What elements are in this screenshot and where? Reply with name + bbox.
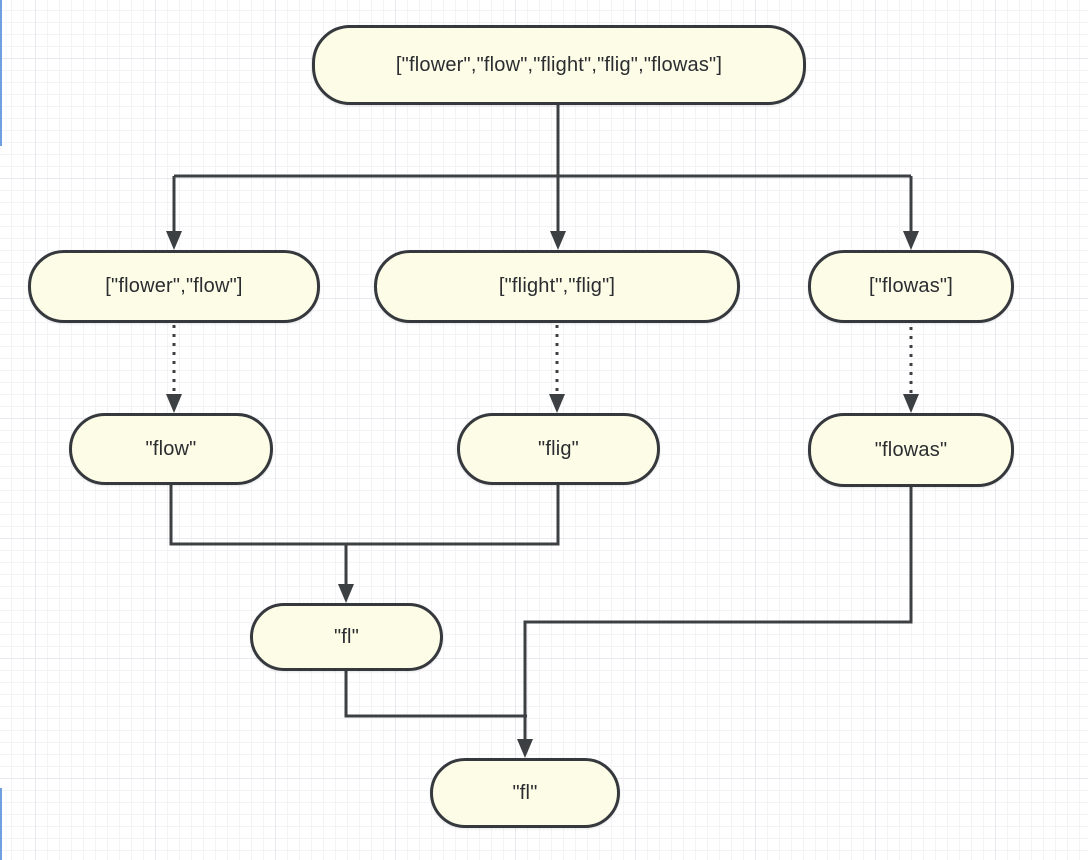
arrowhead-left-group bbox=[166, 231, 182, 250]
node-label: ["flower","flow"] bbox=[105, 275, 243, 297]
arrowhead-left-prefix bbox=[166, 394, 182, 413]
node-label: "fl" bbox=[334, 625, 359, 648]
node-group-flower-flow[interactable]: ["flower","flow"] bbox=[28, 250, 320, 323]
node-label: "flowas" bbox=[874, 438, 948, 461]
node-prefix-flig[interactable]: "flig" bbox=[457, 413, 660, 485]
edge-merge-fl-segment bbox=[344, 671, 527, 718]
node-root-array[interactable]: ["flower","flow","flight","flig","flowas… bbox=[312, 25, 806, 105]
page-edge-left-top bbox=[0, 0, 2, 146]
node-merge-fl[interactable]: "fl" bbox=[250, 603, 443, 671]
node-label: ["flowas"] bbox=[868, 275, 953, 297]
node-label: "flow" bbox=[145, 437, 197, 460]
edge-merge-flowas-segment bbox=[523, 487, 913, 739]
arrowhead-right-prefix bbox=[903, 394, 919, 413]
arrowhead-right-group bbox=[903, 231, 919, 250]
arrowhead-mid-group bbox=[550, 231, 566, 250]
node-group-flowas[interactable]: ["flowas"] bbox=[808, 250, 1014, 323]
node-label: ["flight","flig"] bbox=[498, 275, 616, 297]
edge-merge-flow-flig bbox=[169, 485, 560, 584]
node-prefix-flowas[interactable]: "flowas" bbox=[808, 413, 1014, 487]
arrowhead-mid-prefix bbox=[549, 394, 565, 413]
node-prefix-flow[interactable]: "flow" bbox=[69, 413, 273, 485]
arrowhead-result bbox=[517, 739, 533, 758]
node-label: "flig" bbox=[538, 437, 579, 460]
node-group-flight-flig[interactable]: ["flight","flig"] bbox=[374, 250, 740, 323]
page-edge-left-bottom bbox=[0, 788, 2, 860]
node-result-fl[interactable]: "fl" bbox=[430, 758, 620, 828]
node-label: ["flower","flow","flight","flig","flowas… bbox=[395, 53, 723, 76]
node-label: "fl" bbox=[512, 781, 538, 804]
arrowhead-merge-left bbox=[338, 584, 354, 603]
